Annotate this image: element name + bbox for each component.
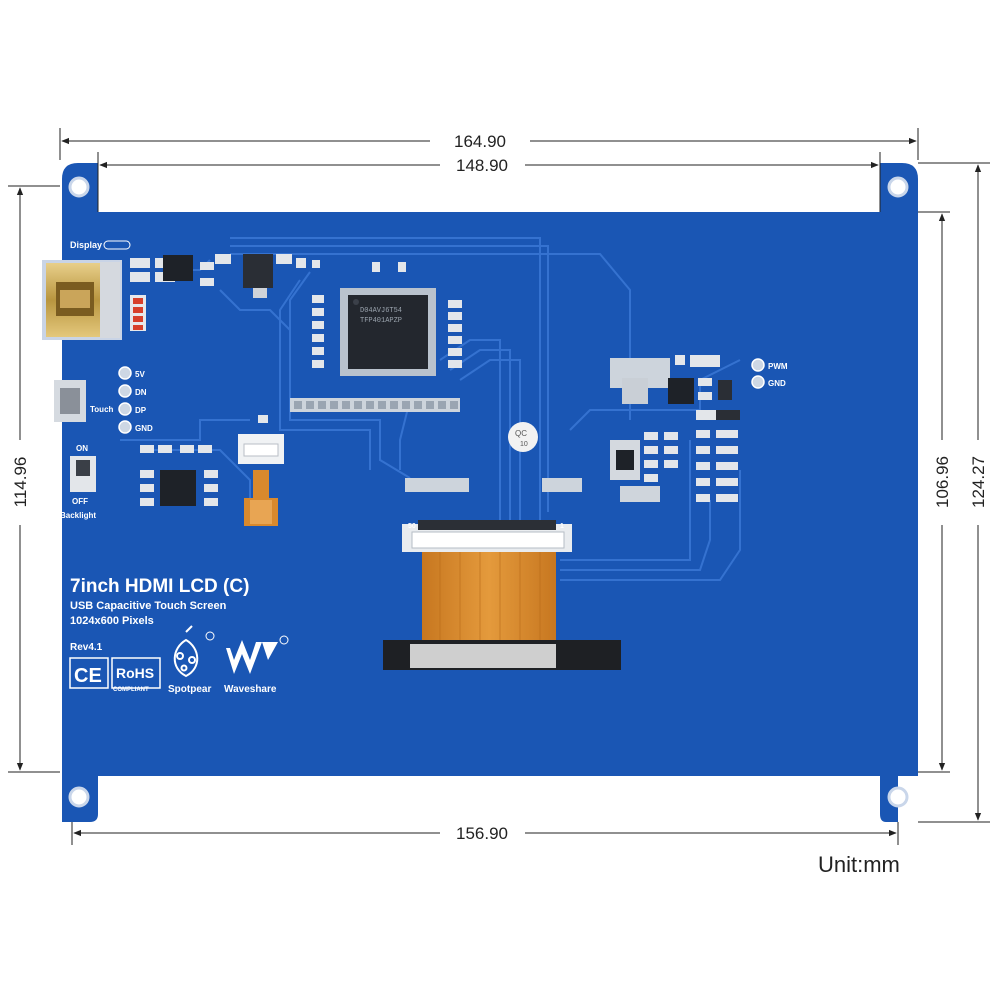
- dim-overall-width: 164.90: [454, 132, 506, 151]
- chip-marking-line1: D04AVJ6T54: [360, 307, 402, 315]
- gnd-label: GND: [768, 379, 786, 388]
- ce-mark: CE: [69, 657, 109, 689]
- power-section-components: [610, 355, 740, 502]
- pwm-label: PWM: [768, 362, 788, 371]
- mounting-hole-bottom-left: [68, 786, 90, 808]
- mounting-hole-top-right: [887, 176, 909, 198]
- pin-label-gnd: GND: [135, 424, 153, 433]
- chip-resistor-row: [294, 401, 458, 409]
- dim-inner-height: 106.96: [933, 456, 952, 508]
- ce-mark-text: CE: [74, 665, 102, 687]
- connector-pin-right: 1: [560, 523, 564, 530]
- pwm-gnd-pads: [751, 358, 765, 389]
- rohs-compliant-text: COMPLIANT: [113, 687, 149, 693]
- switch-off-label: OFF: [72, 497, 88, 506]
- unit-label: Unit:mm: [818, 852, 900, 877]
- rohs-mark: RoHS COMPLIANT: [111, 657, 161, 693]
- dim-hole-spacing-width: 156.90: [456, 824, 508, 843]
- dimension-lines: [8, 128, 990, 845]
- pin-label-dp: DP: [135, 406, 147, 415]
- pcb-outline: [62, 163, 918, 822]
- product-title: 7inch HDMI LCD (C): [70, 576, 249, 597]
- waveshare-logo: [226, 635, 289, 674]
- display-label-frame: [103, 240, 131, 250]
- resistor-arrays-middle: [405, 478, 582, 492]
- micro-usb-port: [54, 380, 86, 422]
- qc-number: 10: [520, 441, 528, 448]
- product-revision: Rev4.1: [70, 642, 103, 653]
- dim-left-height: 114.96: [11, 457, 30, 508]
- touch-pin-header: [118, 366, 132, 434]
- pcb-board: Display: [42, 163, 918, 822]
- resistor-array-hdmi: [130, 295, 146, 331]
- product-subtitle: USB Capacitive Touch Screen: [70, 600, 227, 612]
- backlight-label: Backlight: [60, 511, 96, 520]
- pin-label-dn: DN: [135, 388, 147, 397]
- lcd-fpc-connector: [402, 520, 572, 552]
- lcd-panel-edge: [383, 640, 621, 670]
- fpc-ribbon-lines: [439, 552, 541, 642]
- dim-inner-width: 148.90: [456, 156, 508, 175]
- switch-on-label: ON: [76, 444, 88, 453]
- qc-sticker: QC 10: [508, 422, 538, 452]
- spotpear-label: Spotpear: [168, 684, 211, 695]
- spotpear-logo: [173, 625, 215, 678]
- connector-pin-left: 50: [408, 523, 416, 530]
- product-resolution: 1024x600 Pixels: [70, 615, 154, 627]
- waveshare-label: Waveshare: [224, 684, 277, 695]
- dim-overall-height: 124.27: [969, 456, 988, 508]
- rohs-mark-text: RoHS: [116, 665, 154, 681]
- chip-marking-line2: TFP401APZP: [360, 317, 402, 325]
- hdmi-port: [42, 260, 122, 340]
- main-chip: D04AVJ6T54 TFP401APZP: [340, 288, 436, 376]
- qc-label: QC: [515, 429, 527, 438]
- mounting-hole-bottom-right: [887, 786, 909, 808]
- display-label: Display: [70, 240, 102, 250]
- touch-label: Touch: [90, 405, 114, 414]
- backlight-switch: [70, 456, 96, 492]
- pin-label-5v: 5V: [135, 370, 145, 379]
- backlight-driver-components: [140, 415, 268, 506]
- mounting-hole-top-left: [68, 176, 90, 198]
- touch-fpc-connector: [238, 434, 284, 526]
- small-components-top-left: [130, 254, 320, 298]
- fpc-ribbon: [422, 552, 556, 642]
